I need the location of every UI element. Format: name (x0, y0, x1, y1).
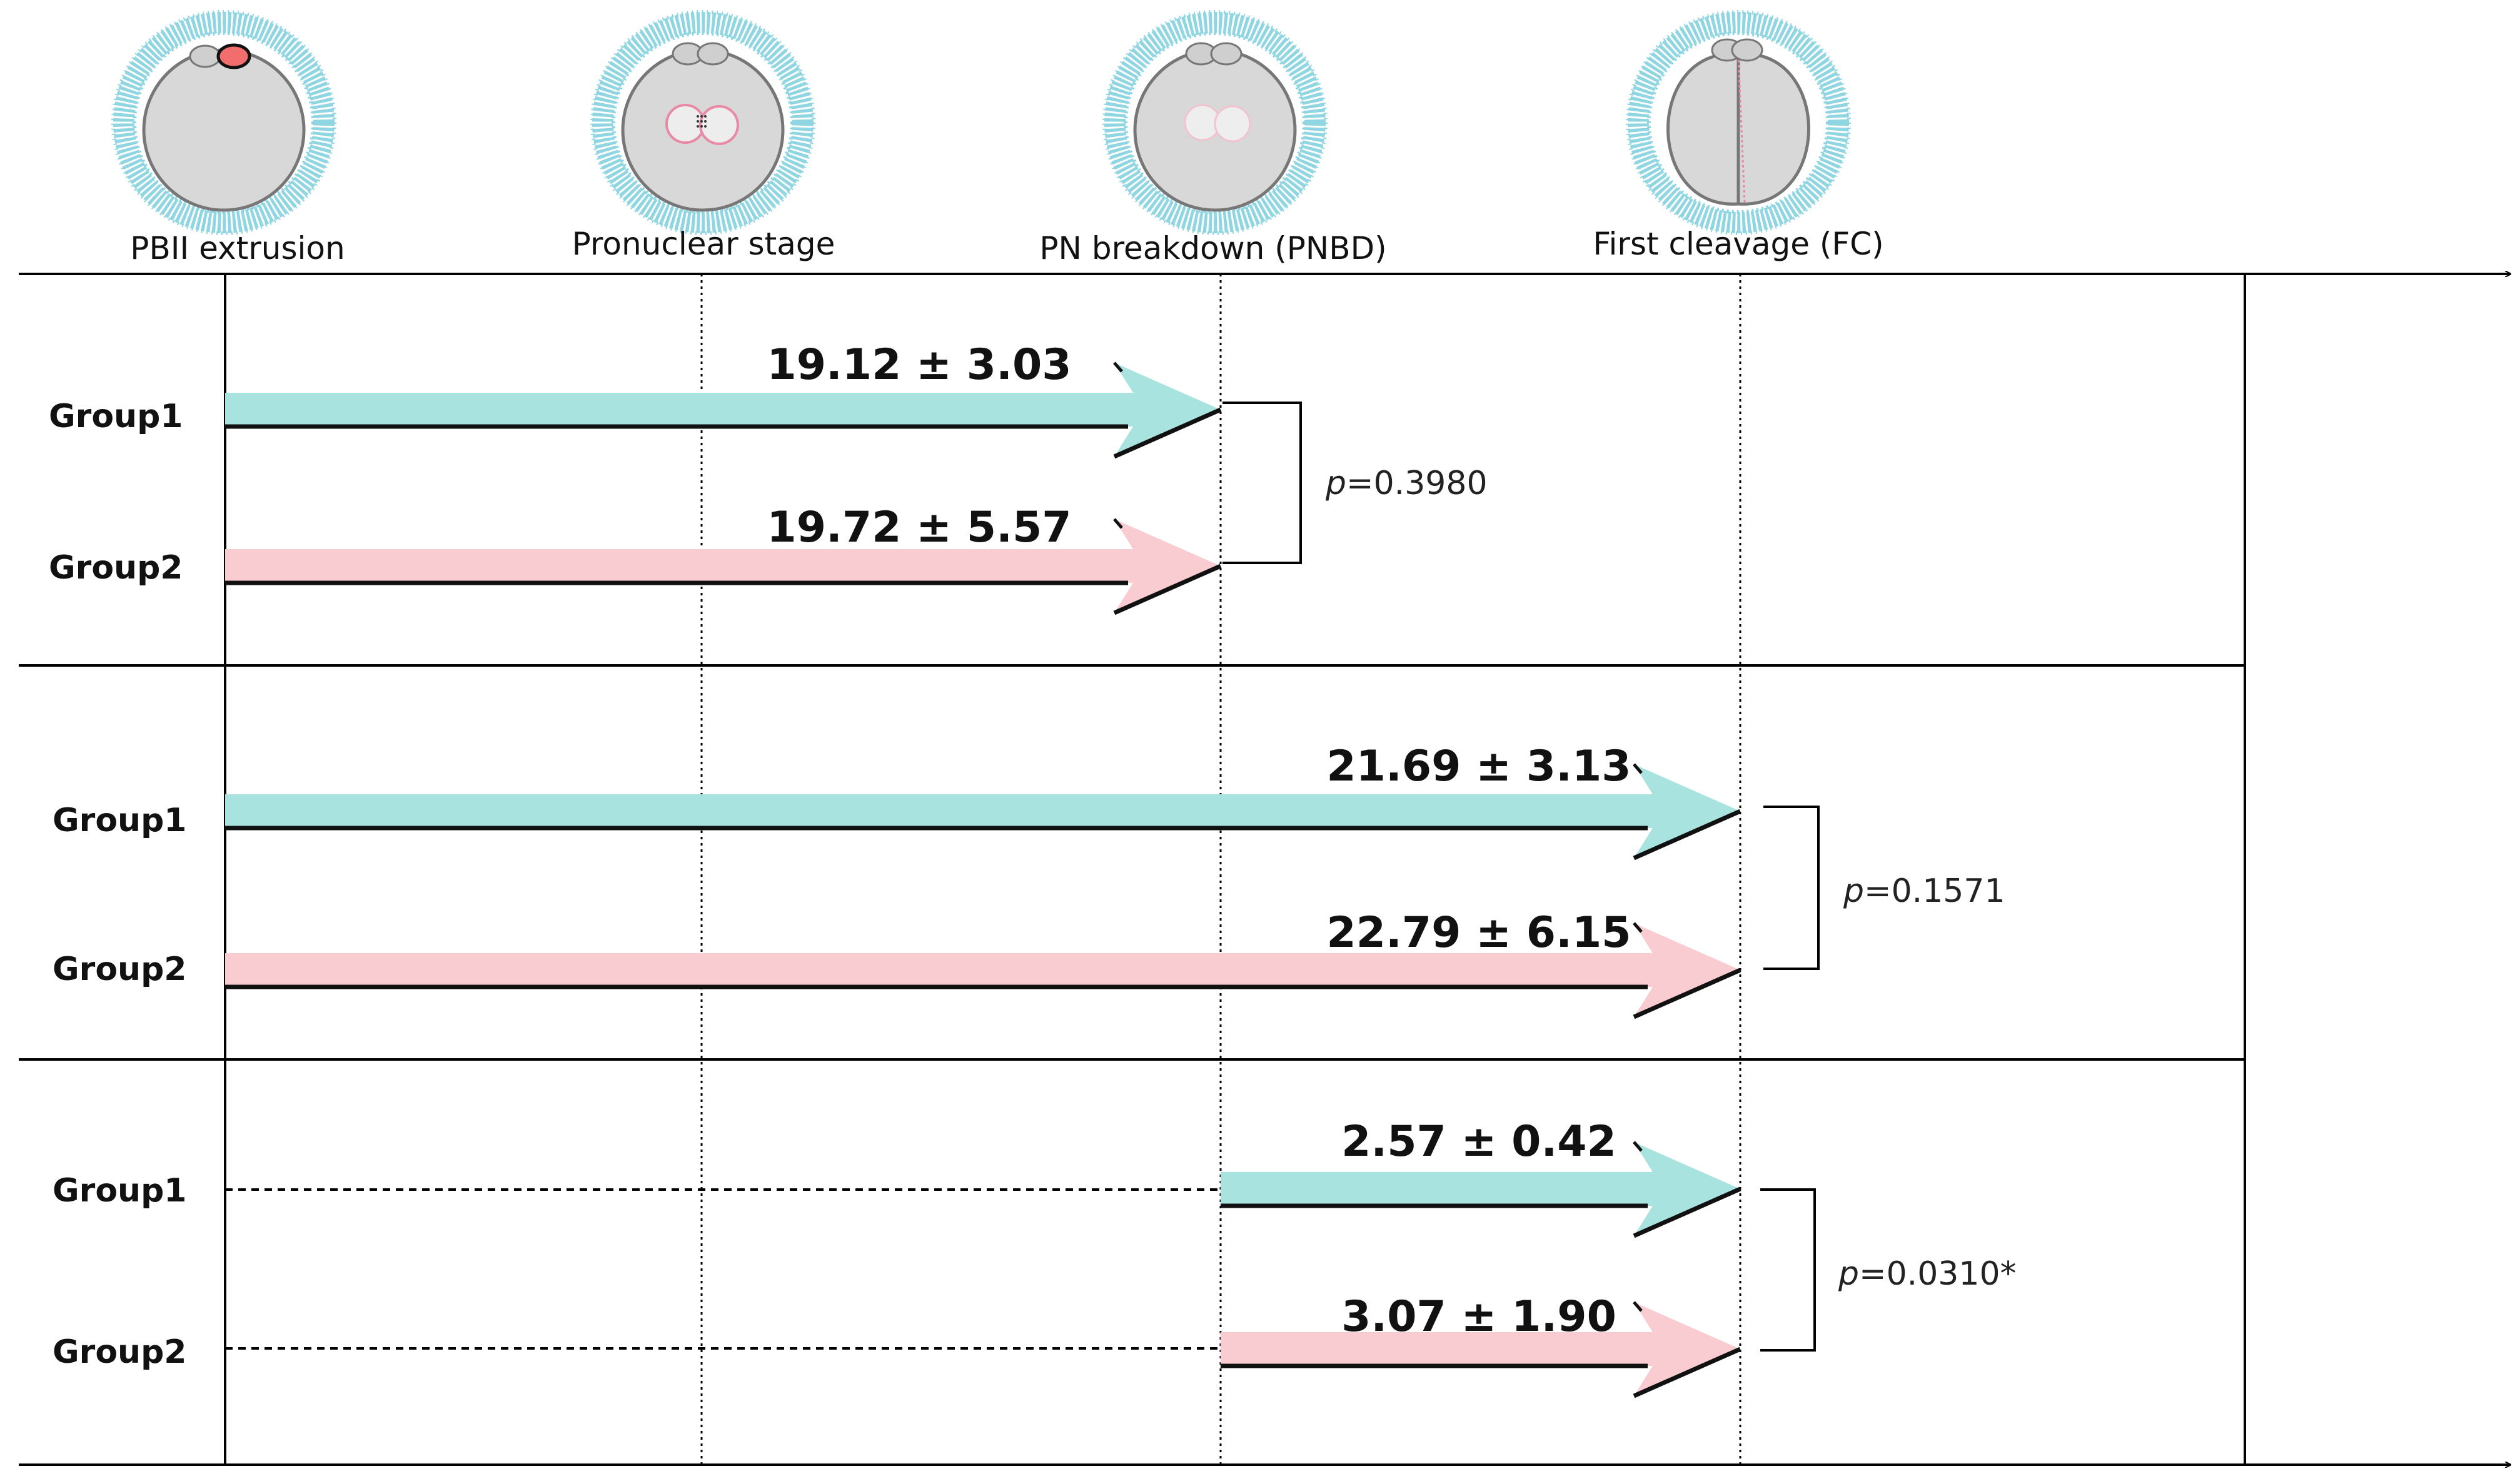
stage-icons (111, 10, 1851, 235)
panel2-group1-label: Group1 (53, 802, 186, 839)
zygote-cleavage-icon (1626, 10, 1851, 235)
panel3-group2-arrow (1221, 1301, 1741, 1398)
panel1-group2-arrow (225, 518, 1222, 615)
panel3-group1-value: 2.57 ± 0.42 (1341, 1117, 1616, 1166)
panel1-group1-arrow (225, 361, 1222, 459)
stage-label-pronuclear: Pronuclear stage (572, 226, 835, 262)
panel3-p-value: p=0.0310* (1838, 1255, 2017, 1293)
panel3-group1-label: Group1 (53, 1172, 186, 1210)
stage-label-pbii: PBII extrusion (130, 230, 345, 266)
panel2-group1-arrow (225, 763, 1741, 861)
panel3-significance-bracket (1760, 1188, 1816, 1352)
panel1-group2-value: 19.72 ± 5.57 (767, 503, 1071, 552)
panel2-group1-value: 21.69 ± 3.13 (1326, 742, 1631, 791)
interval-arrows (225, 361, 1741, 1398)
panel3-group2-label: Group2 (53, 1333, 186, 1371)
panel2-group2-value: 22.79 ± 6.15 (1326, 908, 1631, 958)
panel3-group1-arrow (1221, 1141, 1741, 1238)
panel1-p-value: p=0.3980 (1325, 465, 1488, 502)
panel1-group1-label: Group1 (49, 398, 183, 435)
stage-label-pnbd: PN breakdown (PNBD) (1039, 230, 1386, 266)
panel2-p-value: p=0.1571 (1843, 872, 2005, 910)
panel1-significance-bracket (1222, 402, 1302, 564)
panel3-group2-value: 3.07 ± 1.90 (1341, 1292, 1616, 1342)
zygote-pbii-icon (111, 10, 336, 235)
panel1-group2-label: Group2 (49, 549, 183, 587)
panel1-group1-value: 19.12 ± 3.03 (767, 340, 1071, 390)
panel2-group2-label: Group2 (53, 951, 186, 988)
zygote-pnbd-icon (1102, 10, 1328, 235)
panel2-significance-bracket (1763, 806, 1820, 970)
stage-label-first-cleavage: First cleavage (FC) (1593, 226, 1883, 262)
panel2-group2-arrow (225, 922, 1741, 1019)
zygote-pronuclear-icon (590, 10, 815, 235)
